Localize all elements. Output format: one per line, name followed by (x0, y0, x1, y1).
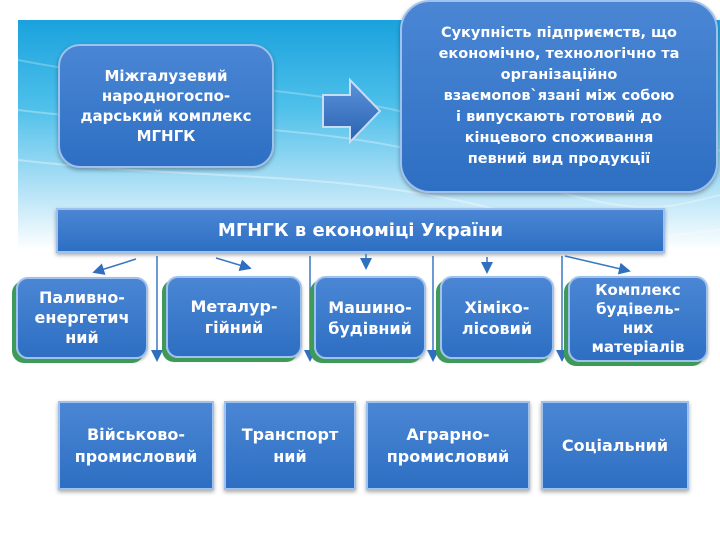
interbranch-complex-text: Міжгалузевий народногоспо- дарський комп… (80, 67, 252, 145)
arrow-to-metallurgical (215, 257, 252, 272)
definition-text: Сукупність підприємств, що економічно, т… (438, 25, 680, 167)
arrow-to-fuel-energy (92, 258, 137, 275)
economy-banner-title: МГНГК в економіці України (217, 220, 504, 241)
chemical-forest-complex-box: Хіміко- лісовий (440, 276, 554, 359)
agro-industrial-complex-box: Аграрно- промисловий (366, 401, 530, 490)
metallurgical-complex-box: Металур- гійний (166, 276, 302, 358)
definition-box: Сукупність підприємств, що економічно, т… (400, 0, 718, 193)
economy-banner: МГНГК в економіці України (56, 208, 665, 253)
social-complex-label: Соціальний (561, 435, 669, 455)
chemical-forest-complex-label: Хіміко- лісовий (461, 297, 533, 338)
agro-industrial-complex-label: Аграрно- промисловий (386, 424, 510, 466)
transport-complex-box: Транспорт ний (224, 401, 356, 490)
arrow-to-building-materials (564, 255, 631, 275)
machine-building-complex-label: Машино- будівний (328, 297, 412, 338)
military-industrial-complex-box: Військово- промисловий (58, 401, 214, 490)
interbranch-complex-box: Міжгалузевий народногоспо- дарський комп… (58, 44, 274, 168)
social-complex-box: Соціальний (541, 401, 689, 490)
fuel-energy-complex-box: Паливно- енергетич ний (16, 277, 148, 359)
machine-building-complex-box: Машино- будівний (314, 276, 426, 359)
military-industrial-complex-label: Військово- промисловий (74, 424, 198, 466)
building-materials-complex-box: Комплекс будівель- них матеріалів (568, 276, 708, 362)
fuel-energy-complex-label: Паливно- енергетич ний (34, 288, 130, 347)
metallurgical-complex-label: Металур- гійний (190, 297, 278, 337)
building-materials-complex-label: Комплекс будівель- них матеріалів (591, 281, 685, 356)
transport-complex-label: Транспорт ний (241, 424, 339, 466)
